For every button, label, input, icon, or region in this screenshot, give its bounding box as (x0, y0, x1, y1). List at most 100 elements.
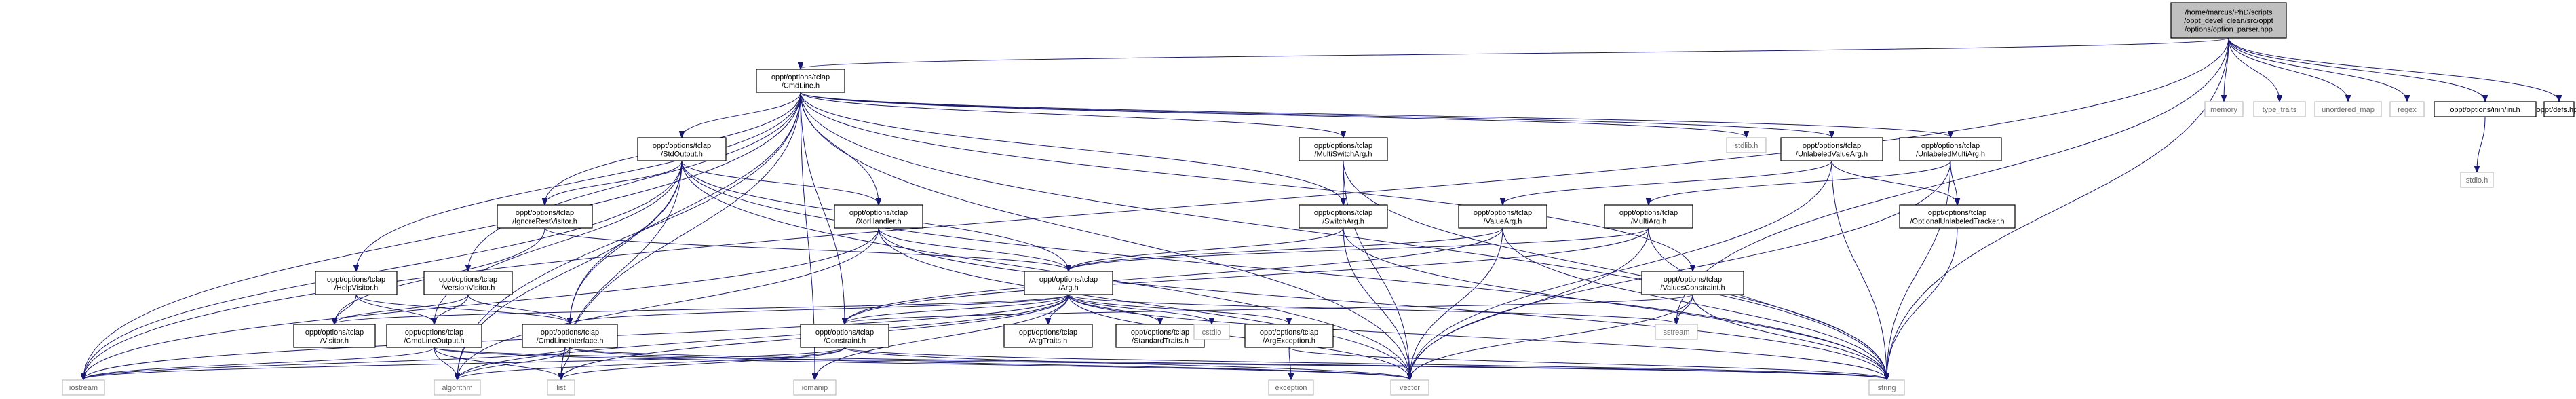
node-string-box (1868, 379, 1905, 396)
edge-valuesconstraint-to-vector (1410, 294, 1693, 379)
node-versionvisitor[interactable]: oppt/options/tclap/VersionVisitor.h (423, 271, 513, 295)
node-ini[interactable]: oppt/options/inih/ini.h (2434, 101, 2537, 117)
edge-cmdline-to-cmdlineinterface (570, 92, 801, 324)
node-versionvisitor-label-line: oppt/options/tclap (439, 276, 497, 284)
node-cmdlineoutput[interactable]: oppt/options/tclap/CmdLineOutput.h (386, 324, 482, 348)
edge-unlabeledvalue-to-string (1831, 160, 1887, 379)
node-list-box (547, 379, 575, 396)
node-cstdio: cstdio (1193, 324, 1230, 340)
node-argtraits[interactable]: oppt/options/tclap/ArgTraits.h (1003, 324, 1093, 348)
node-xorhandler-box (834, 204, 923, 229)
node-stdoutput-label-line: oppt/options/tclap (653, 142, 711, 150)
node-multiarg-label-line: oppt/options/tclap (1619, 209, 1678, 217)
node-helpvisitor[interactable]: oppt/options/tclap/HelpVisitor.h (315, 271, 398, 295)
node-optionalunlabeled-label-line: /OptionalUnlabeledTracker.h (1910, 217, 2004, 225)
edge-valuesconstraint-to-constraint (845, 294, 1693, 324)
edge-valuesconstraint-to-string (1692, 294, 1887, 379)
edge-unlabeledvalue-to-optionalunlabeled (1831, 160, 1957, 204)
node-ignorerest-label-line: oppt/options/tclap (516, 209, 574, 217)
node-exception-box (1268, 379, 1314, 396)
edge-cmdline-to-iostream (83, 92, 801, 379)
node-arg[interactable]: oppt/options/tclap/Arg.h (1024, 271, 1113, 295)
edge-arg-to-cmdlineinterface (570, 294, 1069, 324)
edge-xorhandler-to-algorithm (457, 227, 879, 379)
node-unlabeledvalue[interactable]: oppt/options/tclap/UnlabeledValueArg.h (1780, 137, 1883, 162)
node-arg-label-line: oppt/options/tclap (1039, 276, 1098, 284)
edge-constraint-to-string (844, 347, 1887, 379)
edge-stdoutput-to-iostream (83, 160, 683, 379)
node-iomanip-label-line: iomanip (802, 384, 828, 392)
node-ignorerest[interactable]: oppt/options/tclap/IgnoreRestVisitor.h (497, 204, 593, 229)
node-valuearg-box (1458, 204, 1547, 229)
edge-multiswitch-to-vector (1343, 160, 1410, 379)
node-switcharg-label-line: /SwitchArg.h (1322, 217, 1364, 225)
node-defs[interactable]: oppt/defs.hpp (2537, 101, 2576, 117)
edge-arg-to-visitor (334, 294, 1069, 324)
node-stdlib: stdlib.h (1726, 137, 1767, 153)
node-list: list (547, 379, 575, 396)
node-list-label-line: list (556, 384, 565, 392)
node-type_traits: type_traits (2253, 101, 2306, 117)
edge-cmdline-to-stdoutput (682, 92, 801, 137)
node-regex-label-line: regex (2398, 106, 2417, 114)
node-optionalunlabeled[interactable]: oppt/options/tclap/OptionalUnlabeledTrac… (1899, 204, 2016, 229)
edge-unlabeledvalue-to-vector (1410, 160, 1832, 379)
node-regex: regex (2389, 101, 2425, 117)
node-root[interactable]: /home/marcus/PhD/scripts/oppt_devel_clea… (2170, 2, 2287, 39)
node-vector: vector (1390, 379, 1429, 396)
node-valuesconstraint[interactable]: oppt/options/tclap/ValuesConstraint.h (1641, 271, 1744, 295)
node-optionalunlabeled-label-line: oppt/options/tclap (1928, 209, 1986, 217)
edge-helpvisitor-to-visitor (334, 294, 357, 324)
node-xorhandler[interactable]: oppt/options/tclap/XorHandler.h (834, 204, 923, 229)
node-multiarg-box (1604, 204, 1693, 229)
node-standardtraits[interactable]: oppt/options/tclap/StandardTraits.h (1115, 324, 1205, 348)
node-vector-label-line: vector (1400, 384, 1420, 392)
node-regex-box (2389, 101, 2425, 117)
edge-xorhandler-to-vector (878, 227, 1410, 379)
node-switcharg[interactable]: oppt/options/tclap/SwitchArg.h (1299, 204, 1388, 229)
edge-constraint-to-iostream (83, 347, 845, 379)
node-arg-label-line: /Arg.h (1058, 284, 1078, 292)
node-valuearg-label-line: /ValueArg.h (1484, 217, 1522, 225)
edge-arg-to-standardtraits (1068, 294, 1160, 324)
edge-xorhandler-to-string (878, 227, 1887, 379)
node-cmdline[interactable]: oppt/options/tclap/CmdLine.h (756, 69, 845, 93)
node-unlabeledmulti[interactable]: oppt/options/tclap/UnlabeledMultiArg.h (1899, 137, 2002, 162)
node-unlabeledmulti-box (1899, 137, 2002, 162)
node-valuearg[interactable]: oppt/options/tclap/ValueArg.h (1458, 204, 1547, 229)
node-constraint[interactable]: oppt/options/tclap/Constraint.h (800, 324, 889, 348)
node-stdoutput[interactable]: oppt/options/tclap/StdOutput.h (637, 137, 727, 162)
edge-root-to-cmdline (801, 37, 2229, 69)
node-iostream-label-line: iostream (69, 384, 98, 392)
edge-valuearg-to-arg (1069, 227, 1503, 271)
node-multiswitch[interactable]: oppt/options/tclap/MultiSwitchArg.h (1299, 137, 1388, 162)
node-multiswitch-box (1299, 137, 1388, 162)
node-string-label-line: string (1878, 384, 1896, 392)
node-root-label-line: /home/marcus/PhD/scripts (2185, 9, 2273, 17)
node-argexception-box (1244, 324, 1334, 348)
edge-versionvisitor-to-cmdlineinterface (467, 294, 570, 324)
node-sstream-label-line: sstream (1663, 328, 1689, 337)
node-multiarg[interactable]: oppt/options/tclap/MultiArg.h (1604, 204, 1693, 229)
node-stdoutput-label-line: /StdOutput.h (661, 150, 703, 158)
node-argexception[interactable]: oppt/options/tclap/ArgException.h (1244, 324, 1334, 348)
node-type_traits-box (2253, 101, 2306, 117)
edge-root-to-regex (2228, 37, 2407, 101)
node-ini-label-line: oppt/options/inih/ini.h (2450, 106, 2520, 114)
node-valuesconstraint-label-line: /ValuesConstraint.h (1660, 284, 1725, 292)
node-arg-box (1024, 271, 1113, 295)
edge-unlabeledmulti-to-optionalunlabeled (1950, 160, 1957, 204)
node-helpvisitor-label-line: /HelpVisitor.h (334, 284, 379, 292)
node-visitor[interactable]: oppt/options/tclap/Visitor.h (293, 324, 376, 348)
node-sstream-box (1655, 324, 1698, 340)
node-cmdlineinterface[interactable]: oppt/options/tclap/CmdLineInterface.h (522, 324, 618, 348)
node-cmdline-box (756, 69, 845, 93)
edge-cmdlineinterface-to-algorithm (457, 347, 571, 379)
node-versionvisitor-box (423, 271, 513, 295)
node-multiswitch-label-line: oppt/options/tclap (1314, 142, 1372, 150)
edge-helpvisitor-to-cmdlineinterface (355, 294, 570, 324)
edge-cmdlineinterface-to-string (569, 347, 1887, 379)
node-switcharg-label-line: oppt/options/tclap (1314, 209, 1372, 217)
edge-optionalunlabeled-to-string (1887, 227, 1958, 379)
edge-cmdline-to-valuesconstraint (800, 92, 1693, 271)
